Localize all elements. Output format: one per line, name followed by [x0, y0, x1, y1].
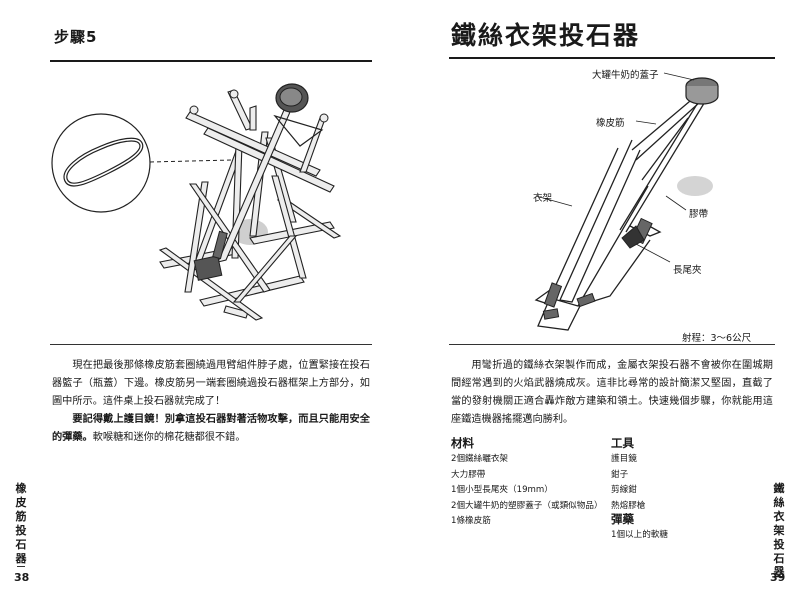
list-item: 剪線鉗	[611, 485, 637, 495]
callout-rubber-band: 橡皮筋	[596, 118, 625, 129]
tools-list: 護目鏡 鉗子 剪線鉗 熱熔膠槍	[611, 452, 645, 514]
side-divider	[17, 566, 25, 567]
page-number: 39	[770, 571, 786, 584]
tools-heading: 工具	[611, 436, 634, 450]
side-divider	[775, 566, 783, 567]
top-rule	[449, 57, 775, 59]
page-number: 38	[14, 571, 30, 584]
separator-line	[449, 344, 775, 345]
ammo-heading: 彈藥	[611, 512, 634, 526]
top-rule	[50, 60, 372, 62]
safety-paragraph: 要記得戴上護目鏡！別拿這投石器對著活物攻擊，而且只能用安全的彈藥。軟喉糖和迷你的…	[52, 411, 370, 447]
list-item: 2個大罐牛奶的塑膠蓋子（或類似物品）	[451, 500, 603, 511]
intro-text: 用彎折過的鐵絲衣架製作而成，金屬衣架投石器不會被你在圍城期間經常遇到的火焰武器燒…	[451, 357, 773, 429]
callout-binder-clip: 長尾夾	[673, 265, 702, 276]
materials-list: 2個鐵絲曬衣架 大力膠帶 1個小型長尾夾（19mm） 2個大罐牛奶的塑膠蓋子（或…	[451, 452, 603, 530]
list-item: 熱熔膠槍	[611, 500, 646, 511]
safety-warning: 要記得戴上護目鏡！別拿這投石器對著活物攻擊，而且只能用安全的彈藥。	[52, 414, 370, 443]
separator-line	[50, 344, 372, 345]
list-item: 1個小型長尾夾（19mm）	[451, 485, 553, 495]
callout-cap: 大罐牛奶的蓋子	[592, 70, 659, 81]
list-item: 護目鏡	[611, 454, 637, 464]
side-chapter-label: 橡皮筋投石器	[15, 482, 27, 565]
list-item: 1條橡皮筋	[451, 516, 491, 526]
instruction-paragraph: 現在把最後那條橡皮筋套圈繞過甩臂組件脖子處，位置緊接在投石器籃子（瓶蓋）下邊。橡…	[52, 360, 370, 407]
ammo-list: 1個以上的軟糖	[611, 528, 668, 544]
list-item: 2個鐵絲曬衣架	[451, 454, 509, 464]
materials-heading: 材料	[451, 436, 474, 450]
catapult-illustration	[51, 83, 342, 321]
project-title: 鐵絲衣架投石器	[451, 21, 641, 50]
list-item: 大力膠帶	[451, 469, 486, 480]
left-page: 步驟5	[14, 28, 372, 584]
side-chapter-label: 鐵絲衣架投石器	[773, 482, 785, 579]
callout-tape: 膠帶	[689, 209, 709, 220]
hanger-catapult-illustration	[534, 72, 719, 331]
right-page: 鐵絲衣架投石器	[400, 0, 800, 600]
intro-paragraph: 用彎折過的鐵絲衣架製作而成，金屬衣架投石器不會被你在圍城期間經常遇到的火焰武器燒…	[451, 360, 773, 425]
list-item: 1個以上的軟糖	[611, 530, 669, 540]
list-item: 鉗子	[611, 469, 629, 480]
callout-hanger: 衣架	[533, 193, 553, 204]
step-instructions: 現在把最後那條橡皮筋套圈繞過甩臂組件脖子處，位置緊接在投石器籃子（瓶蓋）下邊。橡…	[52, 357, 370, 447]
ammo-tip: 軟喉糖和迷你的棉花糖都很不錯。	[92, 432, 246, 443]
step-title: 步驟5	[54, 28, 98, 46]
range-label: 射程：3〜6公尺	[682, 333, 752, 344]
